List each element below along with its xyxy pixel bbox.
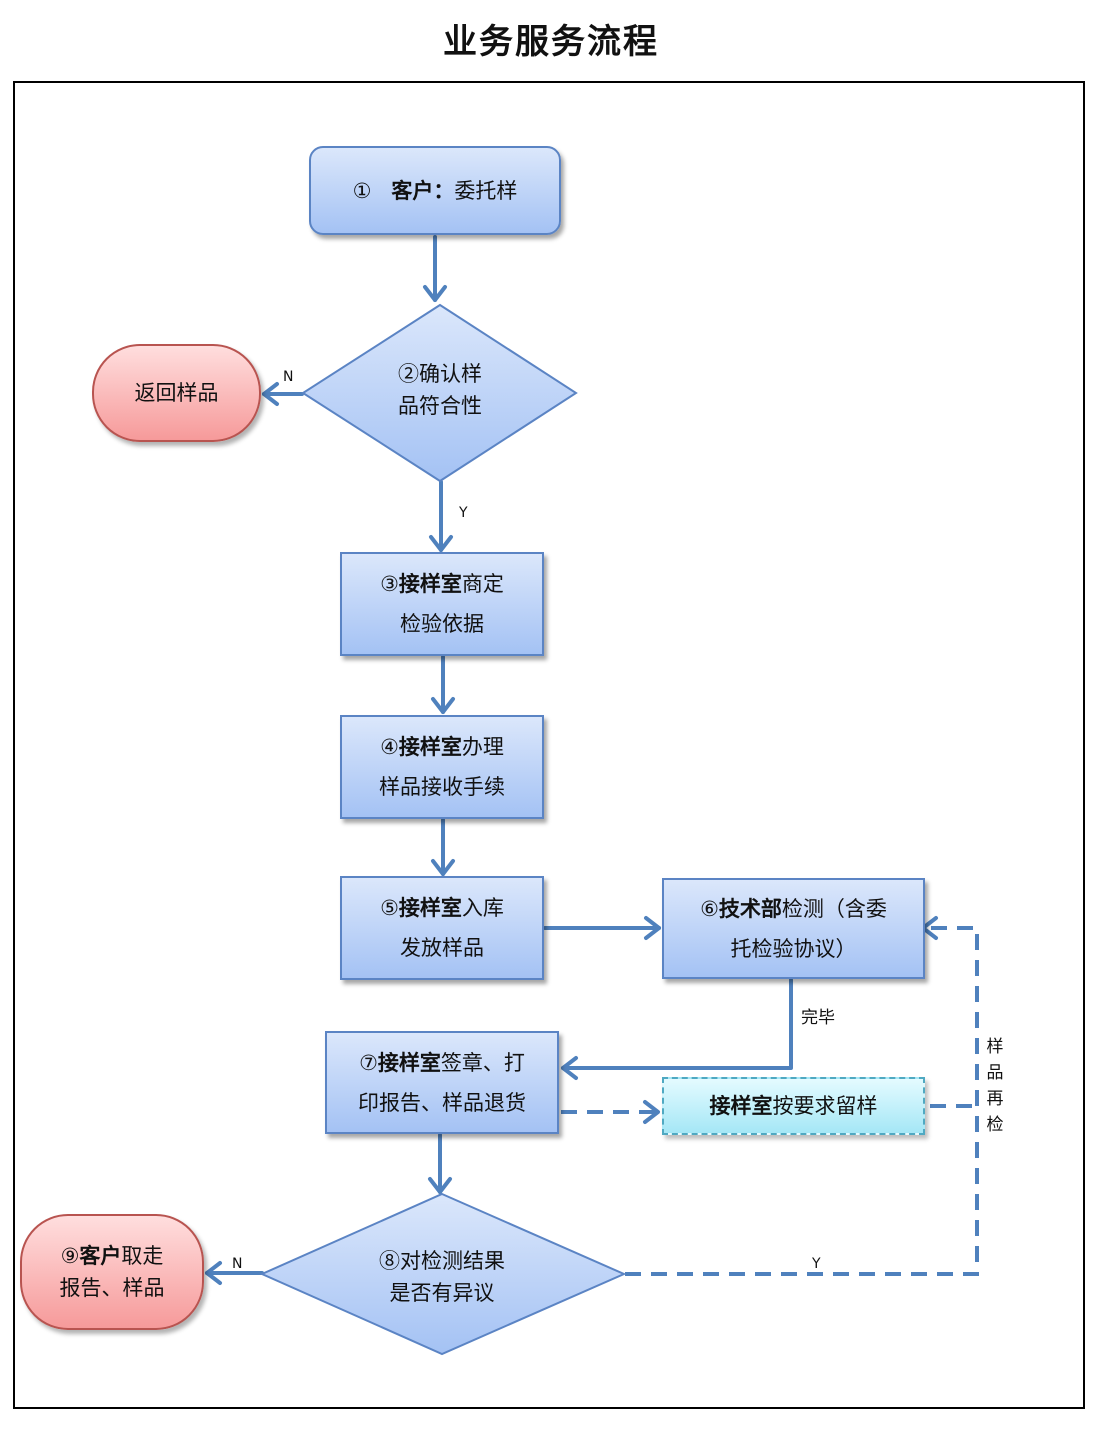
page-title: 业务服务流程: [443, 22, 659, 62]
arrowhead-7-retain: [643, 1100, 660, 1124]
connector-8-6-recheck: [625, 926, 979, 1276]
step-actor: 接样室: [398, 735, 462, 759]
edge-label-n2-yes: Y: [459, 505, 468, 521]
step-actor: 接样室: [377, 1050, 441, 1075]
edge-label-n2-no: N: [283, 369, 294, 385]
arrowhead-7-8: [428, 1177, 452, 1194]
arrowhead-3-4: [431, 697, 455, 714]
step-text: 委托样: [454, 178, 518, 203]
arrowhead-2-return: [262, 382, 279, 406]
decision-diamond-8: [259, 1192, 627, 1356]
connector-6-7: [561, 978, 793, 1070]
return-sample-label: 返回样品: [134, 381, 219, 405]
step-5-store-distribute[interactable]: ⑤接样室入库 发放样品: [340, 876, 544, 980]
diagram-frame: [13, 81, 1085, 1409]
arrowhead-5-6: [644, 916, 661, 940]
edge-label-n8-yes: Y: [812, 1256, 821, 1272]
step-actor: 客户：: [391, 178, 455, 203]
arrowhead-8-9: [205, 1261, 222, 1285]
edge-label-recheck: 样 品 再 检: [986, 1037, 1004, 1135]
retain-sample-note[interactable]: 接样室按要求留样: [662, 1077, 925, 1135]
step-9-client-collect[interactable]: ⑨客户取走 报告、样品: [20, 1214, 204, 1330]
step-4-receive-sample[interactable]: ④接样室办理 样品接收手续: [340, 715, 544, 819]
step-3-determine-basis[interactable]: ③接样室商定 检验依据: [340, 552, 544, 656]
step-8-result-dispute[interactable]: ⑧对检测结果 是否有异议: [379, 1249, 505, 1305]
edge-label-n8-no: N: [232, 1256, 243, 1272]
step-7-sign-print-report[interactable]: ⑦接样室签章、打 印报告、样品退货: [325, 1031, 559, 1134]
step-actor: 接样室: [398, 572, 462, 596]
step-number: ①: [352, 178, 372, 203]
step-1-client-entrust[interactable]: ① 客户：委托样: [309, 146, 561, 235]
step-6-technical-testing[interactable]: ⑥技术部检测（含委 托检验协议）: [662, 878, 925, 979]
step-actor: 技术部: [718, 896, 782, 921]
step-actor: 接样室: [709, 1094, 773, 1118]
step-actor: 客户: [79, 1244, 122, 1268]
decision-diamond-2: [301, 303, 578, 483]
arrowhead-6-7: [561, 1056, 578, 1080]
arrowhead-2-3: [429, 535, 453, 552]
arrowhead-4-5: [431, 859, 455, 876]
return-sample-terminal[interactable]: 返回样品: [92, 344, 261, 442]
step-2-confirm-sample[interactable]: ②确认样 品符合性: [398, 362, 482, 418]
arrowhead-1-2: [423, 285, 447, 302]
step-actor: 接样室: [398, 896, 462, 920]
edge-label-done: 完毕: [801, 1008, 835, 1028]
